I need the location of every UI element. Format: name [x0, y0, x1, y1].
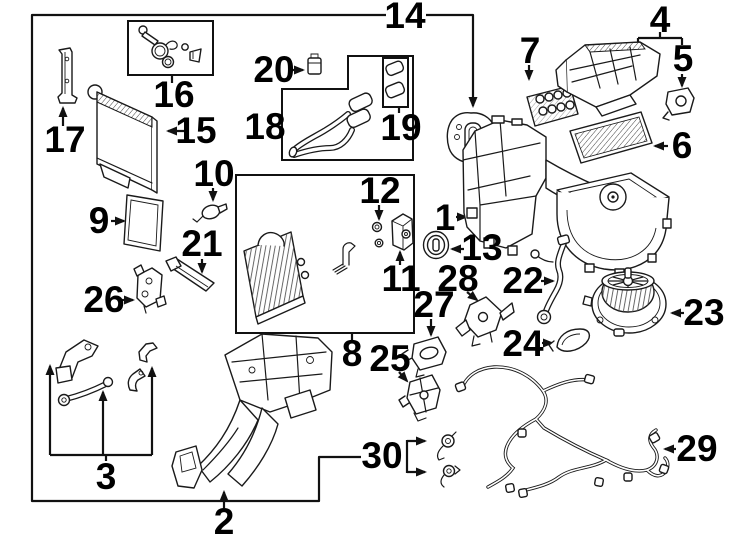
evaporator-core-drawing — [243, 231, 310, 325]
harness-clips-drawing — [437, 431, 461, 488]
hvac-main-housing-drawing — [462, 115, 672, 277]
drain-hose-drawing — [536, 234, 571, 325]
callout-10[interactable]: 10 — [193, 153, 234, 194]
box-18-pipes — [281, 55, 414, 161]
callout-13[interactable]: 13 — [461, 227, 502, 268]
callout-2[interactable]: 2 — [214, 501, 235, 540]
callout-20[interactable]: 20 — [253, 49, 294, 90]
callout-19[interactable]: 19 — [380, 107, 421, 148]
air-temp-sensor-drawing — [192, 203, 228, 223]
callout-12[interactable]: 12 — [359, 170, 400, 211]
callout-16[interactable]: 16 — [153, 74, 194, 115]
leader-lines — [45, 13, 687, 508]
intake-housing-drawing — [555, 41, 661, 117]
leader-28 — [466, 290, 479, 302]
callout-1[interactable]: 1 — [435, 197, 456, 238]
actuator-26-drawing — [133, 264, 167, 314]
heater-core-drawing — [87, 84, 158, 194]
duct-24-drawing — [548, 328, 591, 352]
callout-15[interactable]: 15 — [175, 110, 216, 151]
leader-14 — [426, 13, 478, 108]
box-16-seal-kit — [127, 20, 214, 76]
leader-25 — [397, 371, 409, 383]
callout-6[interactable]: 6 — [672, 125, 693, 166]
valve-core-drawing — [307, 53, 322, 75]
callout-24[interactable]: 24 — [502, 323, 544, 364]
callout-25[interactable]: 25 — [369, 338, 410, 379]
leader-3 — [45, 364, 157, 461]
callout-8[interactable]: 8 — [342, 333, 363, 374]
blower-motor-drawing — [582, 267, 667, 337]
callout-4[interactable]: 4 — [650, 0, 671, 40]
callout-26[interactable]: 26 — [83, 279, 124, 320]
callout-17[interactable]: 17 — [44, 119, 85, 160]
assembly-group-bracket — [30, 13, 386, 503]
grommet-drawing — [422, 230, 450, 260]
slide-lever-drawing — [165, 256, 215, 292]
ac-pipes-drawing — [288, 92, 373, 158]
actuator-25-drawing — [398, 374, 441, 422]
callout-23[interactable]: 23 — [683, 292, 724, 333]
pipe-caps-drawing — [384, 60, 406, 99]
callout-29[interactable]: 29 — [676, 428, 717, 469]
callout-30[interactable]: 30 — [361, 435, 402, 476]
box-19-caps — [382, 57, 409, 108]
retainer-clip-drawing — [332, 242, 356, 275]
seal-frame-drawing — [123, 194, 164, 252]
wiring-harness-drawing — [454, 365, 670, 499]
actuator-28-drawing — [455, 296, 515, 347]
callout-28[interactable]: 28 — [437, 258, 478, 299]
callout-9[interactable]: 9 — [89, 200, 110, 241]
callout-7[interactable]: 7 — [520, 30, 541, 71]
mount-bracket-drawing — [662, 87, 695, 121]
callout-14[interactable]: 14 — [384, 0, 426, 36]
callout-11[interactable]: 11 — [381, 258, 420, 299]
box-8-evaporator-kit — [235, 174, 415, 334]
callout-18[interactable]: 18 — [244, 106, 285, 147]
callout-5[interactable]: 5 — [673, 38, 694, 79]
callouts: 1 2 3 4 5 6 7 8 9 10 11 12 13 14 15 16 1… — [44, 0, 724, 540]
cabin-air-filter-drawing — [569, 111, 653, 164]
actuator-27-drawing — [401, 336, 447, 378]
seal-kit-drawing — [138, 25, 202, 69]
heater-case-drawing — [171, 333, 333, 489]
callout-27[interactable]: 27 — [413, 284, 454, 325]
leader-30 — [405, 436, 427, 477]
o-rings-drawing — [371, 221, 384, 248]
control-links-group-drawing — [55, 339, 158, 407]
side-bracket-drawing — [57, 47, 78, 104]
callout-21[interactable]: 21 — [181, 223, 222, 264]
callout-3[interactable]: 3 — [96, 456, 117, 497]
expansion-valve-drawing — [391, 213, 414, 251]
callout-22[interactable]: 22 — [502, 260, 543, 301]
intake-grille-drawing — [526, 85, 579, 127]
